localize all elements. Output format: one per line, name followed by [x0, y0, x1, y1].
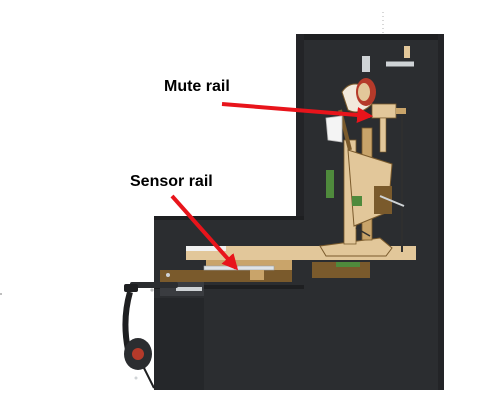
hinge-dot-1 [166, 273, 170, 277]
key-balance-block [250, 270, 264, 280]
upper-cabinet-back-edge [438, 34, 444, 390]
lower-cabinet-leg [154, 298, 204, 390]
upper-cabinet-front-edge [296, 34, 304, 390]
upper-cabinet-top-edge [296, 34, 444, 40]
hinge-dot-2 [150, 288, 154, 292]
hammer-action [319, 46, 414, 257]
keybed-line [154, 285, 304, 289]
keyframe-upper [206, 260, 292, 270]
keyframe-rail [160, 270, 292, 282]
key-top [186, 246, 226, 251]
sensor-rail-arrow [170, 194, 239, 271]
lower-cabinet-top-edge [154, 216, 304, 220]
sensor-rail-label: Sensor rail [130, 173, 213, 190]
mute-rail-label: Mute rail [164, 78, 230, 95]
mount-plate [176, 287, 202, 291]
sensor-rail [203, 265, 275, 271]
rear-felt [336, 262, 360, 267]
headphones-icon [122, 282, 178, 389]
mute-rail-arrow [221, 102, 374, 123]
